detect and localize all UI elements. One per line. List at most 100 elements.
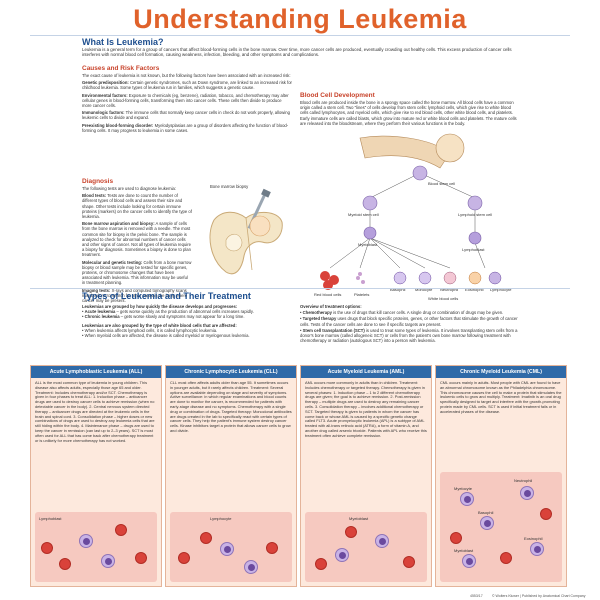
myeloblast-pic-label: Myeloblast xyxy=(349,516,369,521)
lymphocyte-cell xyxy=(220,542,234,556)
eosinophil-pic-label: Eosinophil xyxy=(524,536,543,541)
lymphoblast-illustration: Lymphoblast xyxy=(35,512,157,582)
red-blood-cell xyxy=(345,526,357,538)
development-arrows xyxy=(320,133,502,290)
diagnosis-item-term: Blood tests: xyxy=(82,193,107,199)
causes-intro: The exact cause of leukemia is not known… xyxy=(82,73,291,78)
basophil-pic-label: Basophil xyxy=(478,510,494,515)
treatment-overview: Overview of treatment options: • Chemoth… xyxy=(300,304,525,343)
myeloblast-pic-label: Myeloblast xyxy=(454,548,474,553)
myelocyte-pic-label: Myelocyte xyxy=(454,486,473,491)
wbc-item-text: When myeloid cells are affected, the dis… xyxy=(84,333,250,339)
lymphoid-stem-label: Lymphoid stem cell xyxy=(458,212,493,217)
lymphoblast-pic-label: Lymphoblast xyxy=(39,516,62,521)
causes-item-term: Preexisting blood-forming disorder: xyxy=(82,122,154,128)
neutrophil-pic-label: Neutrophil xyxy=(514,478,533,483)
diagnosis-section: The following tests are used to diagnose… xyxy=(82,186,192,303)
panel-heading: Chronic Myeloid Leukemia (CML) xyxy=(436,366,566,378)
overview-item-term: Chemotherapy xyxy=(302,310,332,316)
pelvis-illustration xyxy=(209,188,283,275)
red-blood-cell xyxy=(540,508,552,520)
diagnosis-item-term: Molecular and genetic testing: xyxy=(82,259,143,265)
causes-item: Environmental factors: Exposure to chemi… xyxy=(82,93,292,109)
title-divider xyxy=(30,35,570,36)
basophil-label: Basophil xyxy=(390,287,406,292)
grouped-item-term: Chronic leukemia xyxy=(84,314,120,320)
eosinophil-label: Eosinophil xyxy=(465,287,484,292)
red-blood-cell xyxy=(59,558,71,570)
diagnosis-item-text: Tests are done to count the number of di… xyxy=(82,193,192,220)
overview-item-text: uses drugs that block specific proteins,… xyxy=(300,316,518,327)
diagnosis-item-text: X-rays and computed tomography scans may… xyxy=(82,287,188,304)
footer-credit: © Wolters Kluwer | Published by Anatomic… xyxy=(492,594,586,598)
causes-item-text: Exposure to chemicals (eg, benzene), rad… xyxy=(82,92,289,109)
grouped-item-term: Acute leukemia xyxy=(84,309,116,315)
panel-body: ALL is the most common type of leukemia … xyxy=(35,380,155,443)
development-heading: Blood Cell Development xyxy=(300,92,375,99)
myelocyte-cell xyxy=(460,492,474,506)
diagnosis-item-text: Cells from a bone marrow biopsy or blood… xyxy=(82,259,192,286)
panel-cll: Chronic Lymphocytic Leukemia (CLL) CLL m… xyxy=(165,365,297,587)
what-body: Leukemia is a general term for a group o… xyxy=(82,47,512,58)
diagnosis-item-term: Bone marrow aspiration and biopsy: xyxy=(82,221,155,227)
bone-marrow-biopsy-figure: Bone marrow biopsy xyxy=(196,180,296,290)
myeloblast-cell xyxy=(375,534,389,548)
causes-item-text: Myelodysplasias are a group of disorders… xyxy=(82,122,289,133)
types-grouping: Leukemias are grouped by how quickly the… xyxy=(82,304,292,338)
panel-body: CML occurs mainly in adults. Most people… xyxy=(440,380,562,414)
neutrophil-label: Neutrophil xyxy=(440,287,459,292)
red-blood-cell xyxy=(315,558,327,570)
development-body: Blood cells are produced inside the bone… xyxy=(300,100,517,126)
eosinophil-cell xyxy=(530,542,544,556)
myeloblast-cell xyxy=(462,554,476,568)
red-blood-cell xyxy=(403,556,415,568)
grouped-item: • Acute leukemia – gets worse quickly as… xyxy=(82,309,254,315)
biopsy-label: Bone marrow biopsy xyxy=(210,184,249,189)
lymphoblast-cell xyxy=(79,534,93,548)
wbc-label: White blood cells xyxy=(428,296,459,301)
red-blood-cell xyxy=(500,552,512,564)
panel-cml: Chronic Myeloid Leukemia (CML) CML occur… xyxy=(435,365,567,587)
red-blood-cell xyxy=(266,542,278,554)
causes-section: The exact cause of leukemia is not known… xyxy=(82,73,292,133)
page-title: Understanding Leukemia xyxy=(133,4,467,34)
monocyte-label: Monocyte xyxy=(415,287,433,292)
panel-heading: Chronic Lymphocytic Leukemia (CLL) xyxy=(166,366,296,378)
panel-body: AML occurs more commonly in adults than … xyxy=(305,380,427,438)
panel-aml: Acute Myeloid Leukemia (AML) AML occurs … xyxy=(300,365,432,587)
diagnosis-item-term: Imaging tests: xyxy=(82,287,111,293)
panel-body: CLL most often affects adults older than… xyxy=(170,380,292,433)
overview-item: • Stem cell transplantation (SCT) is use… xyxy=(300,327,518,344)
types-heading: Types of Leukemia and Their Treatment xyxy=(82,291,251,301)
diagnosis-heading: Diagnosis xyxy=(82,178,114,185)
overview-item-term: Stem cell transplantation (SCT) xyxy=(302,327,365,333)
grouped-item-text: – gets worse slowly and symptoms may not… xyxy=(120,314,245,320)
causes-item-term: Immunologic factors: xyxy=(82,110,125,116)
wbc-intro: Leukemias are also grouped by the type o… xyxy=(82,322,237,328)
lymphocyte-illustration: Lymphocyte xyxy=(170,512,292,582)
wbc-item-text: When leukemia affects lymphoid cells, it… xyxy=(84,327,218,333)
neutrophil-cell xyxy=(520,486,534,500)
red-blood-cell xyxy=(115,524,127,536)
diagnosis-item: Blood tests: Tests are done to count the… xyxy=(82,193,192,219)
diagnosis-intro: The following tests are used to diagnose… xyxy=(82,186,177,191)
grouped-item: • Chronic leukemia – gets worse slowly a… xyxy=(82,314,245,320)
footer-code: 4553/17 xyxy=(470,594,483,598)
causes-item-text: The immune cells that normally keep canc… xyxy=(82,110,290,121)
stem-cell-label: Blood stem cell xyxy=(428,181,456,186)
lymphoblast-label: Lymphoblast xyxy=(462,247,485,252)
causes-item-term: Genetic predisposition: xyxy=(82,80,129,86)
red-blood-cell xyxy=(200,532,212,544)
overview-item-text: is used to treat some types of leukemia.… xyxy=(300,327,518,344)
diagnosis-item-text: A sample of cells from the bone marrow i… xyxy=(82,221,191,258)
causes-heading: Causes and Risk Factors xyxy=(82,65,160,72)
diagnosis-item: Molecular and genetic testing: Cells fro… xyxy=(82,260,192,286)
lymphocyte-cell xyxy=(244,560,258,574)
wbc-item: • When leukemia affects lymphoid cells, … xyxy=(82,327,218,333)
overview-item-term: Targeted therapy xyxy=(302,316,337,322)
causes-item: Genetic predisposition: Certain genetic … xyxy=(82,80,292,90)
diagnosis-item: Imaging tests: X-rays and computed tomog… xyxy=(82,288,192,304)
causes-item: Immunologic factors: The immune cells th… xyxy=(82,110,292,120)
red-blood-cell xyxy=(41,542,53,554)
diagnosis-item: Bone marrow aspiration and biopsy: A sam… xyxy=(82,221,192,257)
